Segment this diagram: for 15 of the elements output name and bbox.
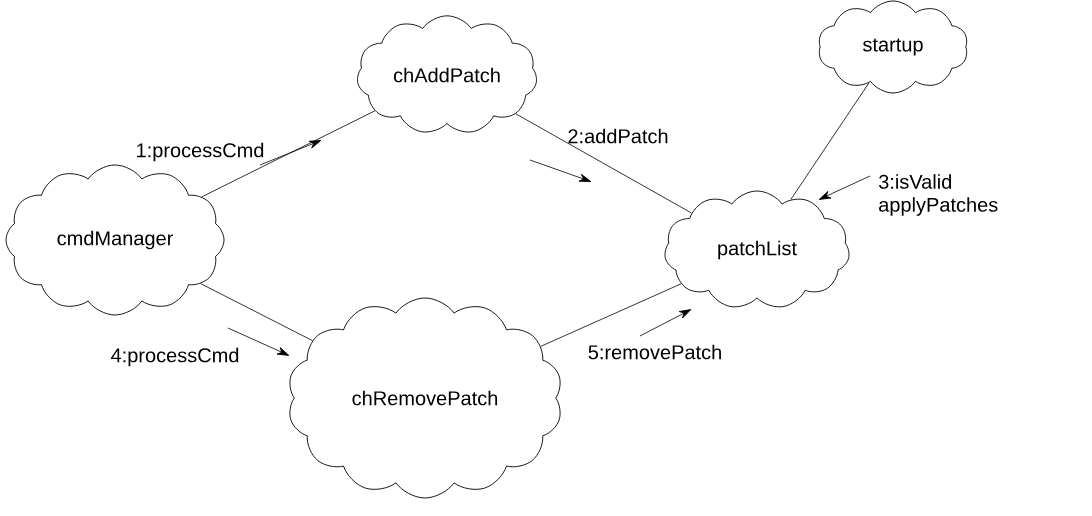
cloud-node: chRemovePatch bbox=[289, 297, 561, 499]
link-line bbox=[200, 283, 313, 341]
message-label: 4:processCmd bbox=[111, 347, 239, 367]
link-line bbox=[515, 113, 692, 214]
cloud-node: cmdManager bbox=[5, 164, 225, 316]
cloud-node: patchList bbox=[664, 190, 850, 308]
link-line bbox=[790, 82, 870, 200]
message-label: 1:processCmd bbox=[137, 142, 264, 162]
link-line bbox=[201, 110, 376, 198]
cloud-node: chAddPatch bbox=[357, 15, 537, 133]
link-line bbox=[540, 283, 682, 347]
message-label: 2:addPatch bbox=[568, 128, 668, 144]
message-label: 5:removePatch bbox=[588, 344, 721, 360]
cloud-node: startup bbox=[818, 0, 968, 94]
message-label: 3:isValid applyPatches bbox=[878, 174, 998, 216]
